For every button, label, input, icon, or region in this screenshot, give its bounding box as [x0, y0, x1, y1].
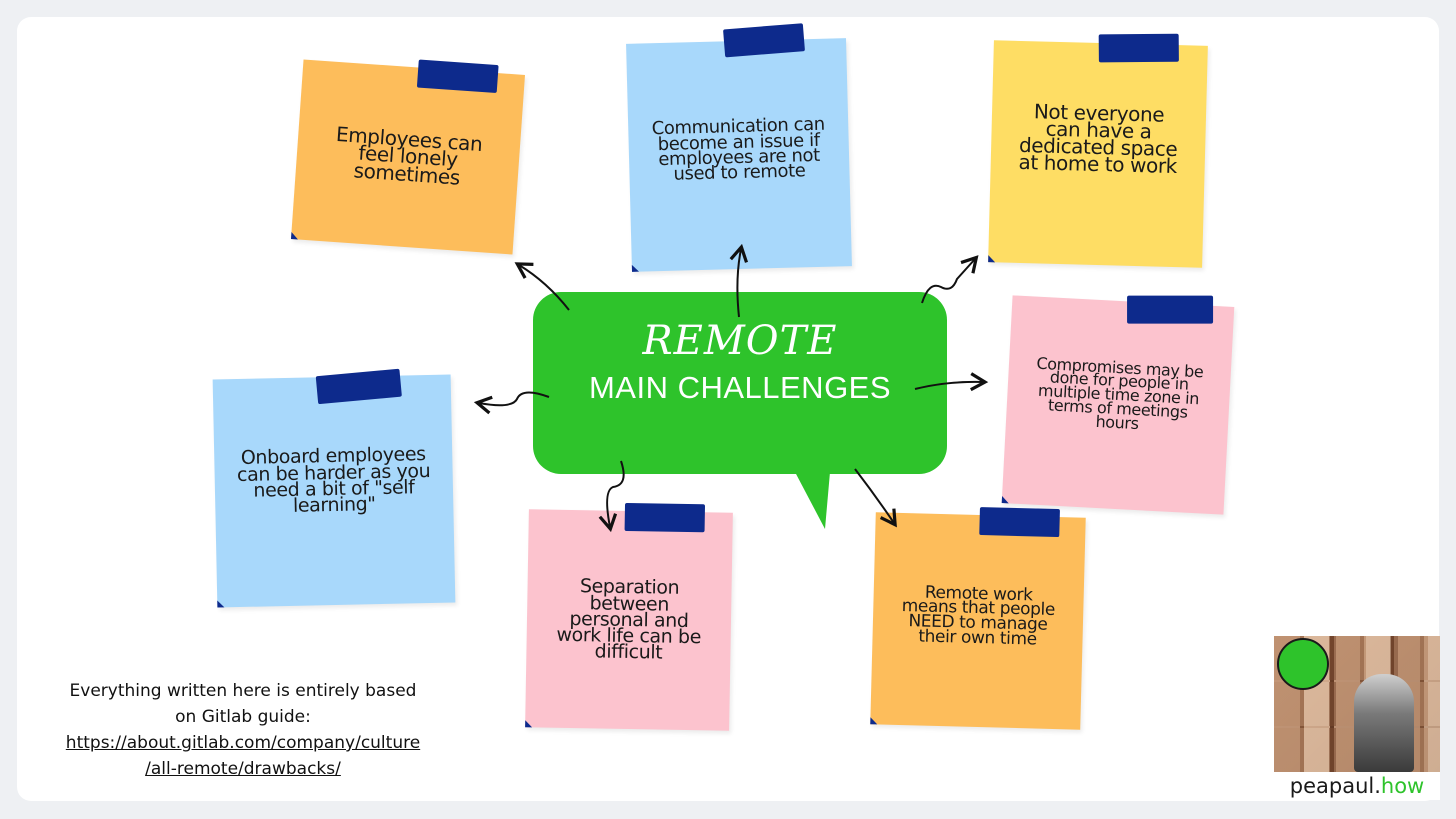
canvas: Employees can feel lonely sometimes Comm… — [17, 17, 1439, 801]
center-bubble: REMOTE MAIN CHALLENGES — [533, 292, 947, 474]
center-title: MAIN CHALLENGES — [588, 370, 892, 405]
arrow-onboard — [473, 391, 550, 415]
brand-name: peapaul.how — [1274, 774, 1440, 798]
brand-name-main: peapaul. — [1289, 774, 1381, 798]
arrow-lonely — [514, 262, 570, 311]
brand-logo: peapaul.how — [1274, 636, 1440, 800]
source-line-1: Everything written here is entirely base… — [69, 681, 417, 701]
source-link-2[interactable]: /all-remote/drawbacks/ — [145, 759, 341, 779]
brand-name-accent: how — [1380, 774, 1425, 798]
center-subtitle: REMOTE — [642, 318, 838, 364]
brand-photo — [1274, 636, 1440, 772]
arrow-communication — [729, 243, 749, 318]
bubble-tail — [795, 472, 830, 529]
arrow-time — [854, 468, 897, 528]
arrow-space — [921, 255, 979, 304]
arrow-timezone — [914, 372, 989, 392]
source-note: Everything written here is entirely base… — [50, 678, 436, 782]
smiley-icon — [1277, 638, 1329, 690]
person-photo — [1354, 674, 1414, 772]
arrow-separation — [598, 460, 625, 533]
connector-arrows — [473, 243, 989, 533]
source-line-2: on Gitlab guide: — [175, 707, 311, 727]
source-link-1[interactable]: https://about.gitlab.com/company/culture — [65, 733, 421, 753]
